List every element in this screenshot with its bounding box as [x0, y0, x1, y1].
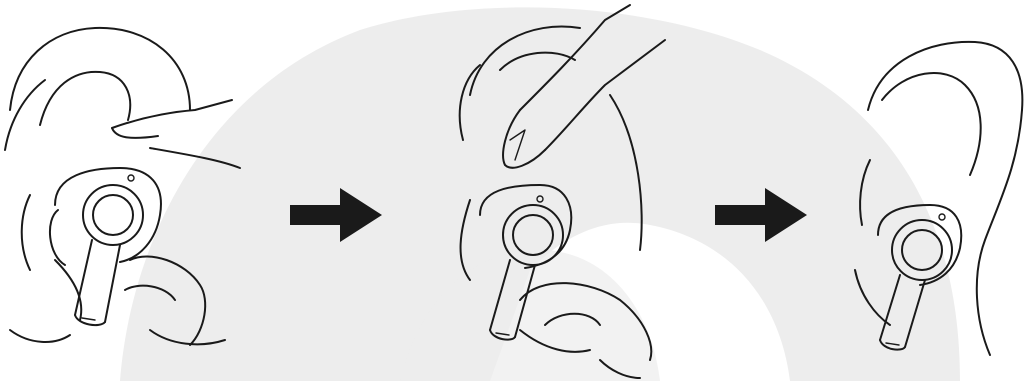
brand-watermark-logo [120, 7, 960, 381]
